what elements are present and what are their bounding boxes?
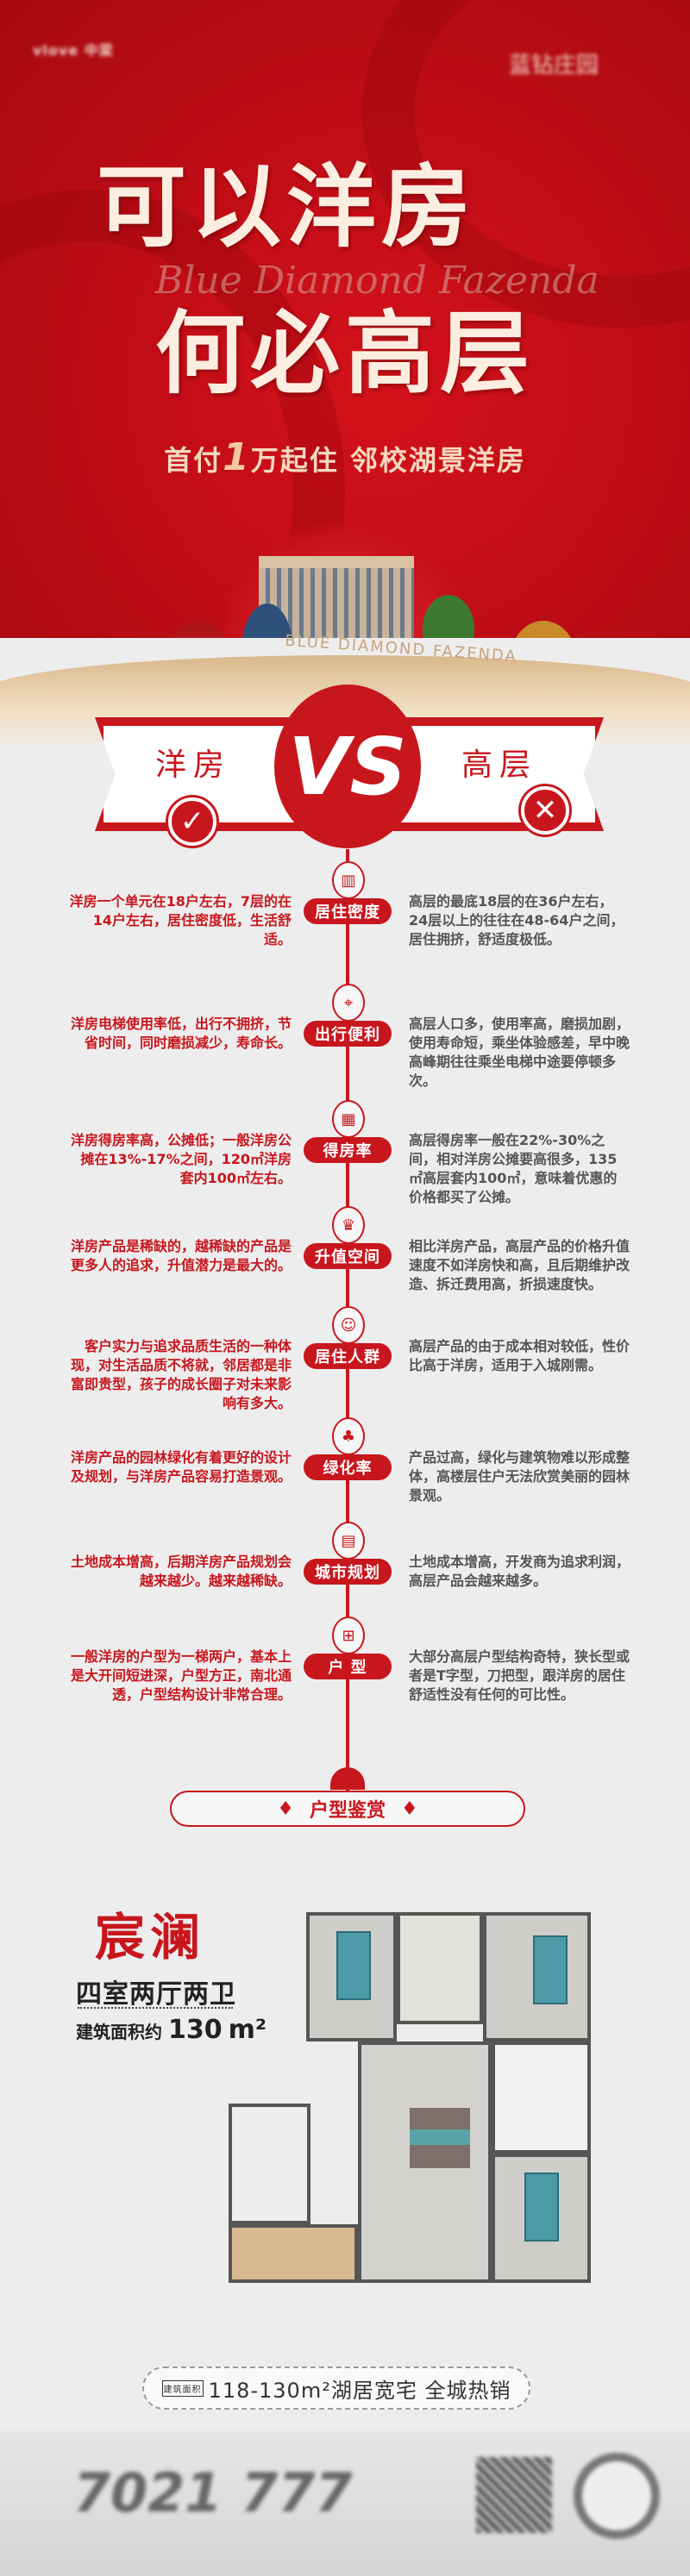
gaoceng-text: 大部分高层户型结构奇特，狭长型或者是T字型，刀把型，跟洋房的居住舒适性没有任何的… (409, 1648, 630, 1703)
category-pill: 升值空间 (304, 1243, 392, 1269)
phone-number[interactable]: 7021 777 (73, 2461, 353, 2524)
title-line-1: 可以洋房 (97, 153, 477, 259)
qr-code[interactable] (476, 2457, 552, 2533)
promo-tag: 建筑面积 (161, 2379, 204, 2397)
yangfang-text: 客户实力与追求品质生活的一种体现，对生活品质不将就，邻居都是非富即贵型，孩子的成… (70, 1338, 292, 1411)
crown-icon: ♛ (332, 1206, 365, 1244)
developer-logo: vlove 中梁 (33, 42, 114, 59)
area-label: 建筑面积约 (76, 2022, 162, 2042)
yangfang-text: 洋房产品是稀缺的，越稀缺的产品是更多人的追求，升值潜力是最大的。 (70, 1238, 292, 1273)
yangfang-text: 洋房产品的园林绿化有着更好的设计及规划，与洋房产品容易打造景观。 (70, 1449, 292, 1485)
tree-image (509, 621, 578, 638)
city-icon: ▦ (332, 1100, 365, 1138)
script-watermark: Blue Diamond Fazenda (155, 259, 599, 303)
category-pill: 出行便利 (304, 1021, 392, 1047)
yangfang-text: 洋房电梯使用率低，出行不拥挤，节省时间，同时磨损减少，寿命长。 (70, 1016, 292, 1051)
subtitle-pre: 首付 (164, 444, 223, 477)
city-plan-icon: ▤ (332, 1522, 365, 1560)
floorplan-image (229, 1879, 608, 2285)
gaoceng-text: 高层的最底18层的在36户左右，24层以上的往往在48-64户之间，居住拥挤，舒… (409, 893, 624, 947)
area-value: 130 (167, 2015, 223, 2045)
promo-text: 118-130m²湖居宽宅 全城热销 (208, 2378, 511, 2403)
building-icon: ▥ (332, 861, 365, 899)
location-pin-icon: ⌖ (332, 984, 365, 1022)
category-pill: 居住密度 (304, 898, 392, 924)
hero-banner: vlove 中梁 蓝钻庄园 可以洋房 何必高层 Blue Diamond Faz… (0, 0, 690, 638)
yangfang-text: 土地成本增高，后期洋房产品规划会越来越少。越来越稀缺。 (70, 1554, 292, 1589)
section-title-text: 户型鉴赏 (309, 1800, 386, 1822)
gaoceng-text: 高层人口多，使用率高，磨损加剧，使用寿命短，乘坐体验感差，早中晚高峰期往往乘坐电… (409, 1016, 630, 1089)
category-pill: 得房率 (304, 1137, 392, 1163)
diamond-icon: ♦ (401, 1798, 418, 1820)
section-title: ♦ 户型鉴赏 ♦ (170, 1791, 525, 1827)
category-pill: 绿化率 (304, 1454, 392, 1480)
subtitle-num: 1 (223, 435, 251, 479)
title-line-2: 何必高层 (155, 300, 536, 406)
gaoceng-text: 相比洋房产品，高层产品的价格升值速度不如洋房快和高，且后期维护改造、拆迁费用高，… (409, 1238, 630, 1292)
plan-type: 四室两厅两卫 (76, 1979, 236, 2010)
diamond-icon: ♦ (277, 1798, 294, 1820)
left-label: 洋房 (155, 747, 232, 783)
category-pill: 户 型 (304, 1654, 392, 1679)
gaoceng-text: 产品过高，绿化与建筑物难以形成整体，高楼层住户无法欣赏美丽的园林景观。 (409, 1449, 630, 1504)
category-pill: 居住人群 (304, 1343, 392, 1369)
check-icon: ✓ (168, 797, 216, 846)
project-logo: 蓝钻庄园 (509, 53, 599, 78)
cross-icon: ✕ (521, 786, 569, 835)
gaoceng-text: 高层得房率一般在22%-30%之间，相对洋房公摊要高很多，135㎡高层套内100… (409, 1132, 618, 1205)
yangfang-text: 一般洋房的户型为一梯两户，基本上是大开间短进深，户型方正，南北通透，户型结构设计… (70, 1648, 292, 1703)
yangfang-text: 洋房得房率高，公摊低；一般洋房公摊在13%-17%之间，120㎡洋房套内100㎡… (70, 1132, 292, 1186)
subtitle: 首付1万起住 邻校湖景洋房 (0, 435, 690, 479)
gaoceng-text: 高层产品的由于成本相对较低，性价比高于洋房，适用于入城刚需。 (409, 1338, 630, 1373)
plan-name: 宸澜 (95, 1908, 206, 1966)
area-unit: m² (228, 2015, 267, 2045)
people-icon: ☺ (332, 1306, 365, 1344)
tree-image (168, 621, 229, 638)
plan-area: 建筑面积约 130 m² (76, 2015, 267, 2045)
divider (78, 2007, 233, 2009)
floorplan-icon: ⊞ (332, 1616, 365, 1654)
promo-pill: 建筑面积 118-130m²湖居宽宅 全城热销 (142, 2367, 530, 2410)
brand-seal (574, 2453, 660, 2539)
right-label: 高层 (461, 747, 538, 783)
subtitle-post: 万起住 邻校湖景洋房 (250, 444, 526, 477)
section-cap (330, 1767, 365, 1790)
yangfang-text: 洋房一个单元在18户左右，7层的在14户左右，居住密度低，生活舒适。 (69, 893, 292, 947)
category-pill: 城市规划 (304, 1559, 392, 1585)
tree-icon: ♣ (332, 1417, 365, 1455)
vs-badge: VS (274, 685, 421, 848)
gaoceng-text: 土地成本增高，开发商为追求利润，高层产品会越来越多。 (409, 1554, 630, 1589)
